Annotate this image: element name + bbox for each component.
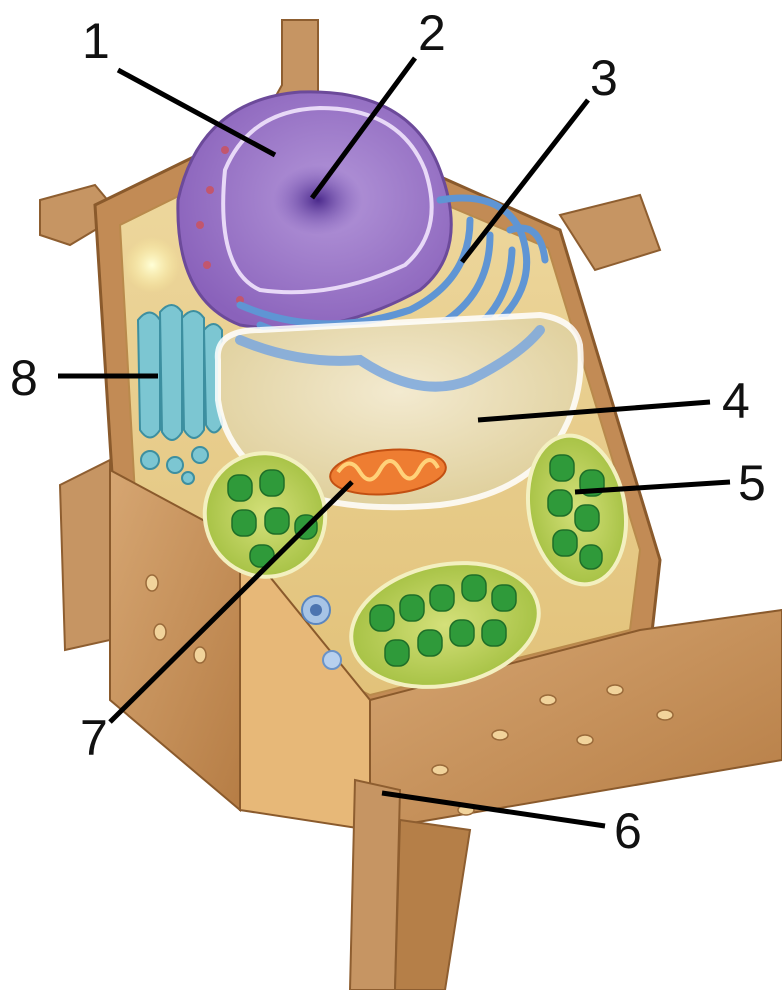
callout-2: 2 [418, 5, 446, 61]
callout-4: 4 [722, 373, 750, 429]
centrosome-glow [124, 237, 180, 293]
callout-5: 5 [738, 455, 766, 511]
callout-7: 7 [80, 710, 108, 766]
callout-1: 1 [82, 13, 110, 69]
callout-3: 3 [590, 50, 618, 106]
callout-6: 6 [614, 803, 642, 859]
nucleolus [273, 165, 363, 235]
callout-8: 8 [10, 350, 38, 406]
